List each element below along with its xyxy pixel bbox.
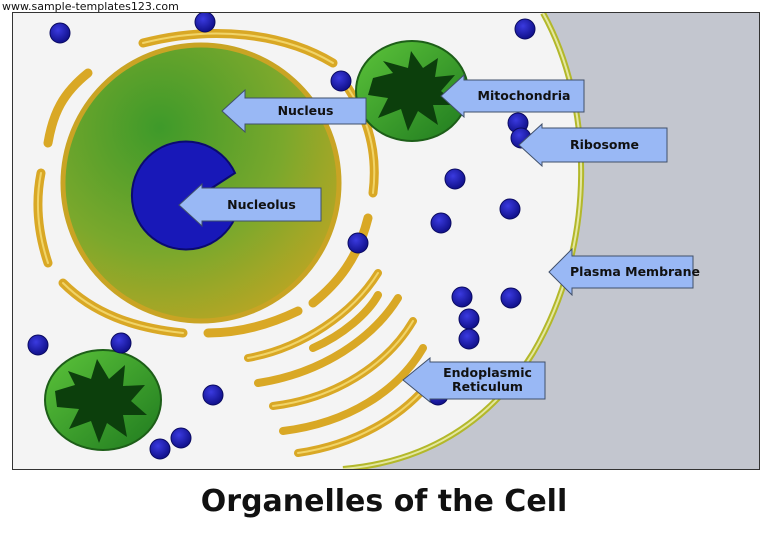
nucleolus [130,140,237,251]
label-ribosome: Ribosome [518,123,668,167]
label-er-line2: Reticulum [452,379,523,394]
watermark-text: www.sample-templates123.com [2,0,179,13]
label-er-text: Endoplasmic Reticulum [430,366,545,394]
label-plasma-membrane-text: Plasma Membrane [570,264,700,279]
label-mitochondria-text: Mitochondria [477,88,571,103]
label-mitochondria: Mitochondria [440,74,585,118]
label-nucleolus: Nucleolus [178,183,322,227]
diagram-title: Organelles of the Cell [200,484,568,519]
mitochondrion-bottom [44,349,162,451]
ribosomes [27,13,536,460]
label-er-line1: Endoplasmic [443,365,532,380]
label-endoplasmic-reticulum: Endoplasmic Reticulum [402,357,546,403]
cell-diagram [12,12,760,470]
mitochondrion-top [355,40,469,142]
label-plasma-membrane: Plasma Membrane [548,248,700,296]
label-nucleus-text: Nucleus [277,103,334,118]
label-nucleus: Nucleus [221,89,367,133]
label-ribosome-text: Ribosome [570,137,639,152]
label-nucleolus-text: Nucleolus [227,197,296,212]
